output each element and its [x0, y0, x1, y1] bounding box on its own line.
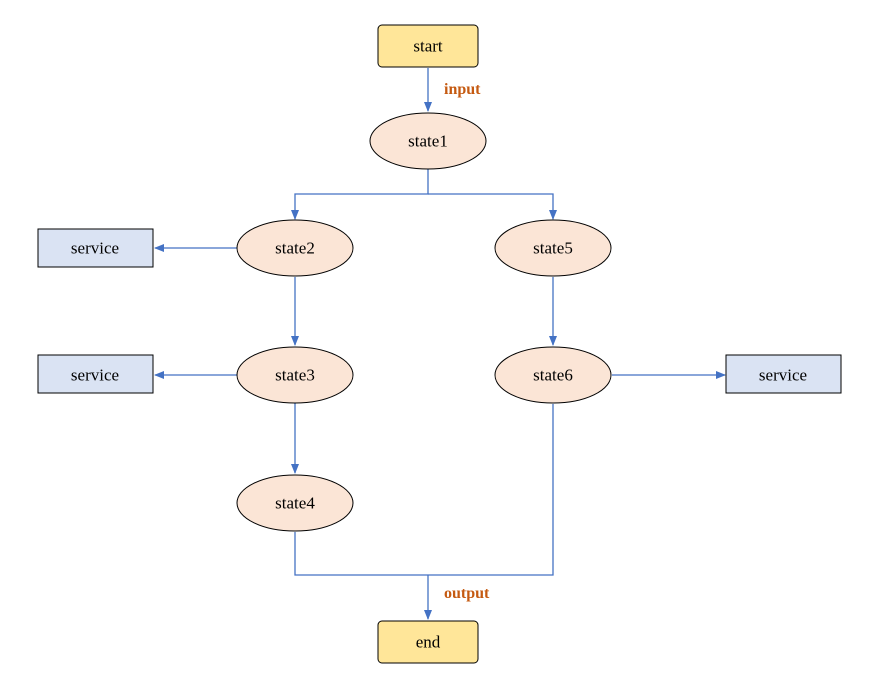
service-right-label: service — [759, 366, 807, 385]
end-node-label: end — [416, 633, 441, 652]
edge-state1-split — [291, 169, 429, 220]
state3-node: state3 — [236, 346, 354, 404]
edge-state1-state5 — [428, 193, 557, 220]
state4-label: state4 — [275, 494, 315, 513]
end-node: end — [377, 620, 479, 664]
edge-state4-merge — [294, 404, 554, 576]
start-node: start — [377, 24, 479, 68]
state1-label: state1 — [408, 132, 448, 151]
service-left-2-label: service — [71, 366, 119, 385]
start-node-label: start — [413, 37, 443, 56]
state4-node: state4 — [236, 474, 354, 532]
service-left-1-node: service — [37, 228, 154, 268]
state1-node: state1 — [369, 112, 487, 170]
state6-label: state6 — [533, 366, 573, 385]
service-left-1-label: service — [71, 239, 119, 258]
output-label: output — [444, 585, 490, 602]
state2-label: state2 — [275, 239, 315, 258]
input-label: input — [444, 81, 481, 98]
service-right-node: service — [725, 354, 842, 394]
state3-label: state3 — [275, 366, 315, 385]
state2-node: state2 — [236, 219, 354, 277]
state6-node: state6 — [494, 346, 612, 404]
state5-node: state5 — [494, 219, 612, 277]
service-left-2-node: service — [37, 354, 154, 394]
state5-label: state5 — [533, 239, 573, 258]
